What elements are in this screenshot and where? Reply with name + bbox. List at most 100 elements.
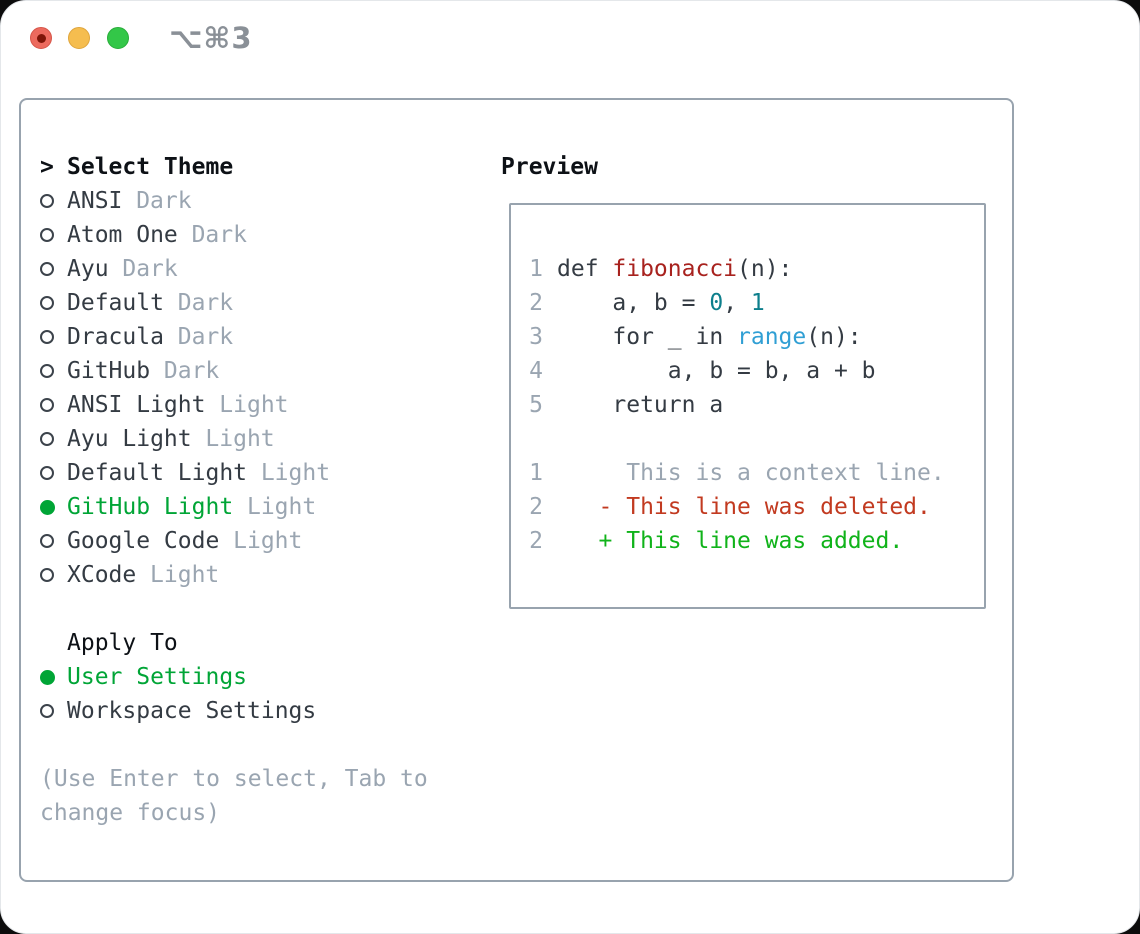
apply-to-title: Apply To bbox=[67, 630, 178, 656]
theme-name: Ayu bbox=[67, 256, 109, 282]
line-number: 1 bbox=[529, 460, 543, 486]
radio-icon bbox=[40, 194, 54, 208]
window-title: ⌥⌘3 bbox=[169, 21, 253, 55]
preview-code-line bbox=[529, 422, 984, 456]
preview-code-line: 1 This is a context line. bbox=[529, 456, 984, 490]
preview-code-line: 2 - This line was deleted. bbox=[529, 490, 984, 524]
zoom-button[interactable] bbox=[107, 27, 129, 49]
line-number: 2 bbox=[529, 290, 543, 316]
theme-option-github[interactable]: GitHub Dark bbox=[40, 354, 428, 388]
minimize-button[interactable] bbox=[68, 27, 90, 49]
line-number: 2 bbox=[529, 528, 543, 554]
select-theme-header-row: > Select Theme bbox=[40, 150, 428, 184]
apply-to-label: User Settings bbox=[67, 664, 248, 690]
line-content: def fibonacci(n): bbox=[557, 256, 793, 282]
theme-list: ANSI Dark Atom One Dark Ayu Dark Default… bbox=[40, 184, 428, 592]
help-text-line-1: (Use Enter to select, Tab to bbox=[40, 766, 428, 792]
radio-icon bbox=[40, 432, 54, 446]
theme-variant-badge: Dark bbox=[122, 256, 178, 282]
theme-name: Ayu Light bbox=[67, 426, 192, 452]
radio-icon bbox=[40, 568, 54, 582]
line-number: 1 bbox=[529, 256, 543, 282]
theme-option-dracula[interactable]: Dracula Dark bbox=[40, 320, 428, 354]
line-content: - This line was deleted. bbox=[557, 494, 931, 520]
theme-variant-badge: Dark bbox=[177, 324, 234, 350]
theme-option-google-code[interactable]: Google Code Light bbox=[40, 524, 428, 558]
radio-icon bbox=[40, 296, 54, 310]
apply-to-option-user-settings[interactable]: User Settings bbox=[40, 660, 428, 694]
preview-title: Preview bbox=[501, 154, 598, 180]
spacer bbox=[40, 592, 428, 626]
theme-variant-badge: Light bbox=[260, 460, 331, 486]
theme-option-ayu-light[interactable]: Ayu Light Light bbox=[40, 422, 428, 456]
theme-name: Dracula bbox=[67, 324, 164, 350]
line-content: for _ in range(n): bbox=[557, 324, 862, 350]
line-content: a, b = b, a + b bbox=[557, 358, 876, 384]
theme-name: Default bbox=[67, 290, 164, 316]
line-number: 4 bbox=[529, 358, 543, 384]
select-theme-title: Select Theme bbox=[67, 154, 234, 180]
radio-icon bbox=[40, 228, 54, 242]
theme-name: XCode bbox=[67, 562, 137, 588]
theme-option-github-light[interactable]: GitHub Light Light bbox=[40, 490, 428, 524]
radio-icon bbox=[40, 330, 54, 344]
line-content: This is a context line. bbox=[557, 460, 945, 486]
theme-name: GitHub bbox=[67, 358, 151, 384]
theme-option-ansi[interactable]: ANSI Dark bbox=[40, 184, 428, 218]
theme-name: Default Light bbox=[67, 460, 248, 486]
theme-option-default[interactable]: Default Dark bbox=[40, 286, 428, 320]
theme-variant-badge: Light bbox=[246, 494, 317, 520]
preview-code-line: 3 for _ in range(n): bbox=[529, 320, 984, 354]
theme-variant-badge: Dark bbox=[136, 188, 192, 214]
theme-name: Atom One bbox=[67, 222, 178, 248]
theme-dialog-panel: > Select Theme ANSI Dark Atom One Dark A… bbox=[19, 98, 1014, 882]
spacer bbox=[40, 728, 428, 762]
radio-icon bbox=[40, 364, 54, 378]
radio-icon bbox=[40, 669, 55, 685]
focus-caret: > bbox=[40, 154, 54, 180]
theme-variant-badge: Dark bbox=[191, 222, 247, 248]
radio-icon bbox=[40, 398, 54, 412]
preview-code-line: 5 return a bbox=[529, 388, 984, 422]
preview-code-line: 2 + This line was added. bbox=[529, 524, 984, 558]
apply-to-header-row: Apply To bbox=[40, 626, 428, 660]
theme-option-xcode[interactable]: XCode Light bbox=[40, 558, 428, 592]
radio-icon bbox=[40, 262, 54, 276]
theme-variant-badge: Light bbox=[150, 562, 220, 588]
apply-to-option-workspace-settings[interactable]: Workspace Settings bbox=[40, 694, 428, 728]
theme-variant-badge: Light bbox=[205, 426, 275, 452]
line-number: 3 bbox=[529, 324, 543, 350]
apply-to-list: User Settings Workspace Settings bbox=[40, 660, 428, 728]
theme-name: ANSI bbox=[67, 188, 123, 214]
apply-to-label: Workspace Settings bbox=[67, 698, 317, 724]
preview-code-line: 4 a, b = b, a + b bbox=[529, 354, 984, 388]
theme-variant-badge: Light bbox=[219, 392, 289, 418]
radio-icon bbox=[40, 466, 54, 480]
line-number: 2 bbox=[529, 494, 543, 520]
theme-option-atom-one[interactable]: Atom One Dark bbox=[40, 218, 428, 252]
line-content: + This line was added. bbox=[557, 528, 904, 554]
preview-pane: 1 def fibonacci(n): 2 a, b = 0, 1 3 for … bbox=[509, 203, 986, 609]
radio-icon bbox=[40, 534, 54, 548]
theme-variant-badge: Light bbox=[233, 528, 303, 554]
line-content: return a bbox=[557, 392, 724, 418]
theme-option-ayu[interactable]: Ayu Dark bbox=[40, 252, 428, 286]
close-button[interactable] bbox=[30, 27, 52, 49]
help-text-line-2: change focus) bbox=[40, 800, 221, 826]
theme-option-ansi-light[interactable]: ANSI Light Light bbox=[40, 388, 428, 422]
line-number: 5 bbox=[529, 392, 543, 418]
theme-variant-badge: Dark bbox=[163, 358, 220, 384]
title-bar: ⌥⌘3 bbox=[1, 1, 1139, 75]
theme-name: Google Code bbox=[67, 528, 220, 554]
preview-code-line: 2 a, b = 0, 1 bbox=[529, 286, 984, 320]
theme-name: ANSI Light bbox=[67, 392, 206, 418]
preview-code-line: 1 def fibonacci(n): bbox=[529, 252, 984, 286]
radio-icon bbox=[40, 499, 55, 515]
line-content: a, b = 0, 1 bbox=[557, 290, 765, 316]
preview-code: 1 def fibonacci(n): 2 a, b = 0, 1 3 for … bbox=[529, 252, 984, 558]
theme-option-default-light[interactable]: Default Light Light bbox=[40, 456, 428, 490]
radio-icon bbox=[40, 704, 54, 718]
theme-picker: > Select Theme ANSI Dark Atom One Dark A… bbox=[40, 150, 428, 830]
theme-name: GitHub Light bbox=[67, 494, 234, 520]
